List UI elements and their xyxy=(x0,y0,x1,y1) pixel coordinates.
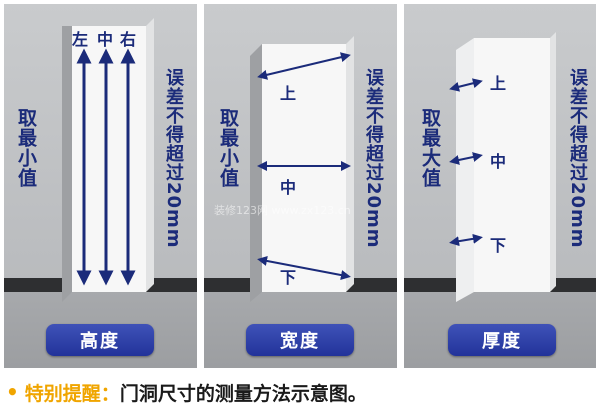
bullet: • xyxy=(6,380,19,404)
position-middle-label: 中 xyxy=(490,152,507,171)
width-button[interactable]: 宽度 xyxy=(246,324,354,356)
take-minimum-label: 取最小值 xyxy=(15,108,37,188)
position-bottom-label: 下 xyxy=(490,236,507,255)
thickness-button[interactable]: 厚度 xyxy=(448,324,556,356)
caption-bar: • 特别提醒： 门洞尺寸的测量方法示意图。 xyxy=(0,372,600,412)
caption-highlight: 特别提醒： xyxy=(24,382,120,405)
position-middle-label: 中 xyxy=(280,178,297,197)
caption-text: 门洞尺寸的测量方法示意图。 xyxy=(119,382,367,405)
width-panel: 上 中 下 取最小值 误差不得超过20mm 宽度 装修123网 www.zx12… xyxy=(204,4,397,368)
tolerance-note: 误差不得超过20mm xyxy=(567,68,588,249)
doorway-illustration xyxy=(449,32,556,302)
height-panel: 左 中 右 取最小值 误差不得超过20mm 高度 xyxy=(4,4,197,368)
height-button[interactable]: 高度 xyxy=(46,324,154,356)
position-middle-label: 中 xyxy=(97,30,114,49)
position-right-label: 右 xyxy=(120,30,137,49)
tolerance-note: 误差不得超过20mm xyxy=(363,68,384,249)
take-minimum-label: 取最小值 xyxy=(217,108,239,188)
doorway-illustration xyxy=(250,36,354,302)
watermark: 装修123网 www.zx123.cn xyxy=(214,204,351,217)
position-left-label: 左 xyxy=(72,30,89,49)
doorway-illustration xyxy=(62,18,154,302)
thickness-panel: 上 中 下 取最大值 误差不得超过20mm 厚度 xyxy=(404,4,596,368)
position-top-label: 上 xyxy=(280,84,297,103)
position-top-label: 上 xyxy=(490,74,507,93)
take-maximum-label: 取最大值 xyxy=(419,108,441,188)
tolerance-note: 误差不得超过20mm xyxy=(163,68,184,249)
position-bottom-label: 下 xyxy=(280,268,297,287)
